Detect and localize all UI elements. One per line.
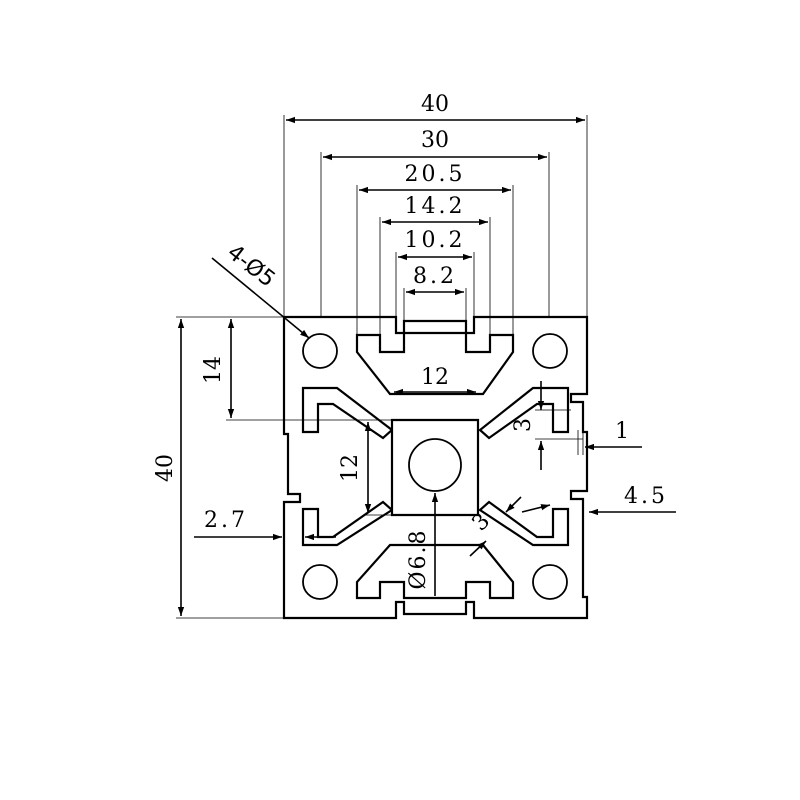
label-height-overall: 40 xyxy=(153,454,178,482)
label-center-width-12: 12 xyxy=(421,365,449,390)
label-slot-4-5: 4.5 xyxy=(624,484,668,509)
label-wall-3: 3 xyxy=(511,418,536,432)
dim-line-4-5 xyxy=(521,504,551,513)
dim-line-diag-3 xyxy=(505,496,522,513)
label-wall-1: 1 xyxy=(615,419,629,444)
label-width-10-2: 10.2 xyxy=(405,228,466,253)
dim-line-diag-3 xyxy=(469,540,487,557)
label-width-8-2: 8.2 xyxy=(413,264,457,289)
slot-top-right xyxy=(478,386,570,440)
label-bore: Ø6.8 xyxy=(406,528,431,589)
hole-bottom-right xyxy=(532,564,568,600)
label-width-overall: 40 xyxy=(421,92,449,117)
label-width-20-5: 20.5 xyxy=(405,162,466,187)
label-width-30: 30 xyxy=(421,128,449,153)
label-holes: 4-Ø5 xyxy=(222,240,279,292)
label-width-14-2: 14.2 xyxy=(405,194,466,219)
hole-top-left xyxy=(302,333,338,369)
slot-bottom-right xyxy=(478,500,570,547)
label-height-14: 14 xyxy=(201,356,226,384)
center-bore xyxy=(408,438,462,492)
label-center-height-12: 12 xyxy=(338,454,363,482)
leader-holes xyxy=(211,257,310,339)
hole-top-right xyxy=(532,333,568,369)
hole-bottom-left xyxy=(302,564,338,600)
label-slot-2-7: 2.7 xyxy=(204,508,248,533)
